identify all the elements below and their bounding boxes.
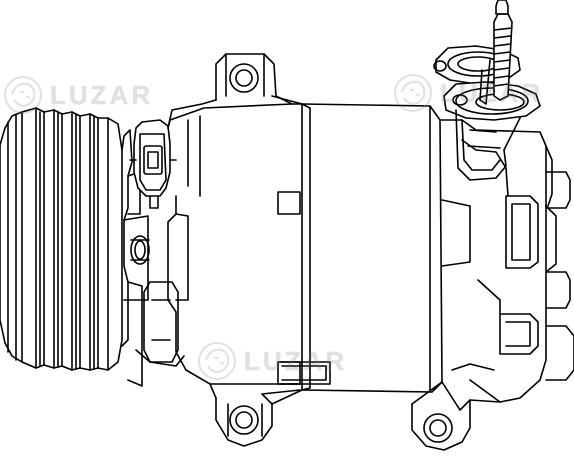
rear-head	[411, 119, 574, 451]
pulley	[0, 107, 123, 371]
electrical-connector	[129, 119, 177, 209]
cylinder-body	[277, 103, 443, 393]
front-housing	[135, 53, 303, 447]
service-ports	[433, 0, 541, 181]
